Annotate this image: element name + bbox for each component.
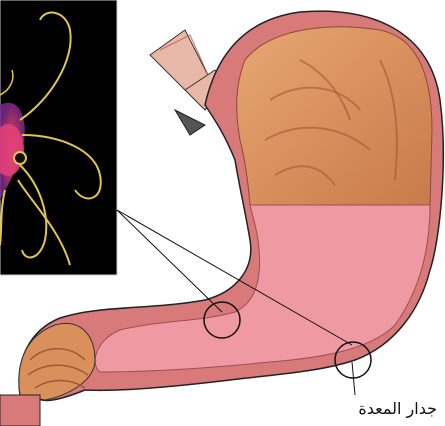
bacterium-inset xyxy=(0,0,117,275)
stomach-fundus xyxy=(237,27,432,205)
duodenum xyxy=(0,323,95,426)
stomach-wall-label: جدار المعدة xyxy=(358,399,437,418)
